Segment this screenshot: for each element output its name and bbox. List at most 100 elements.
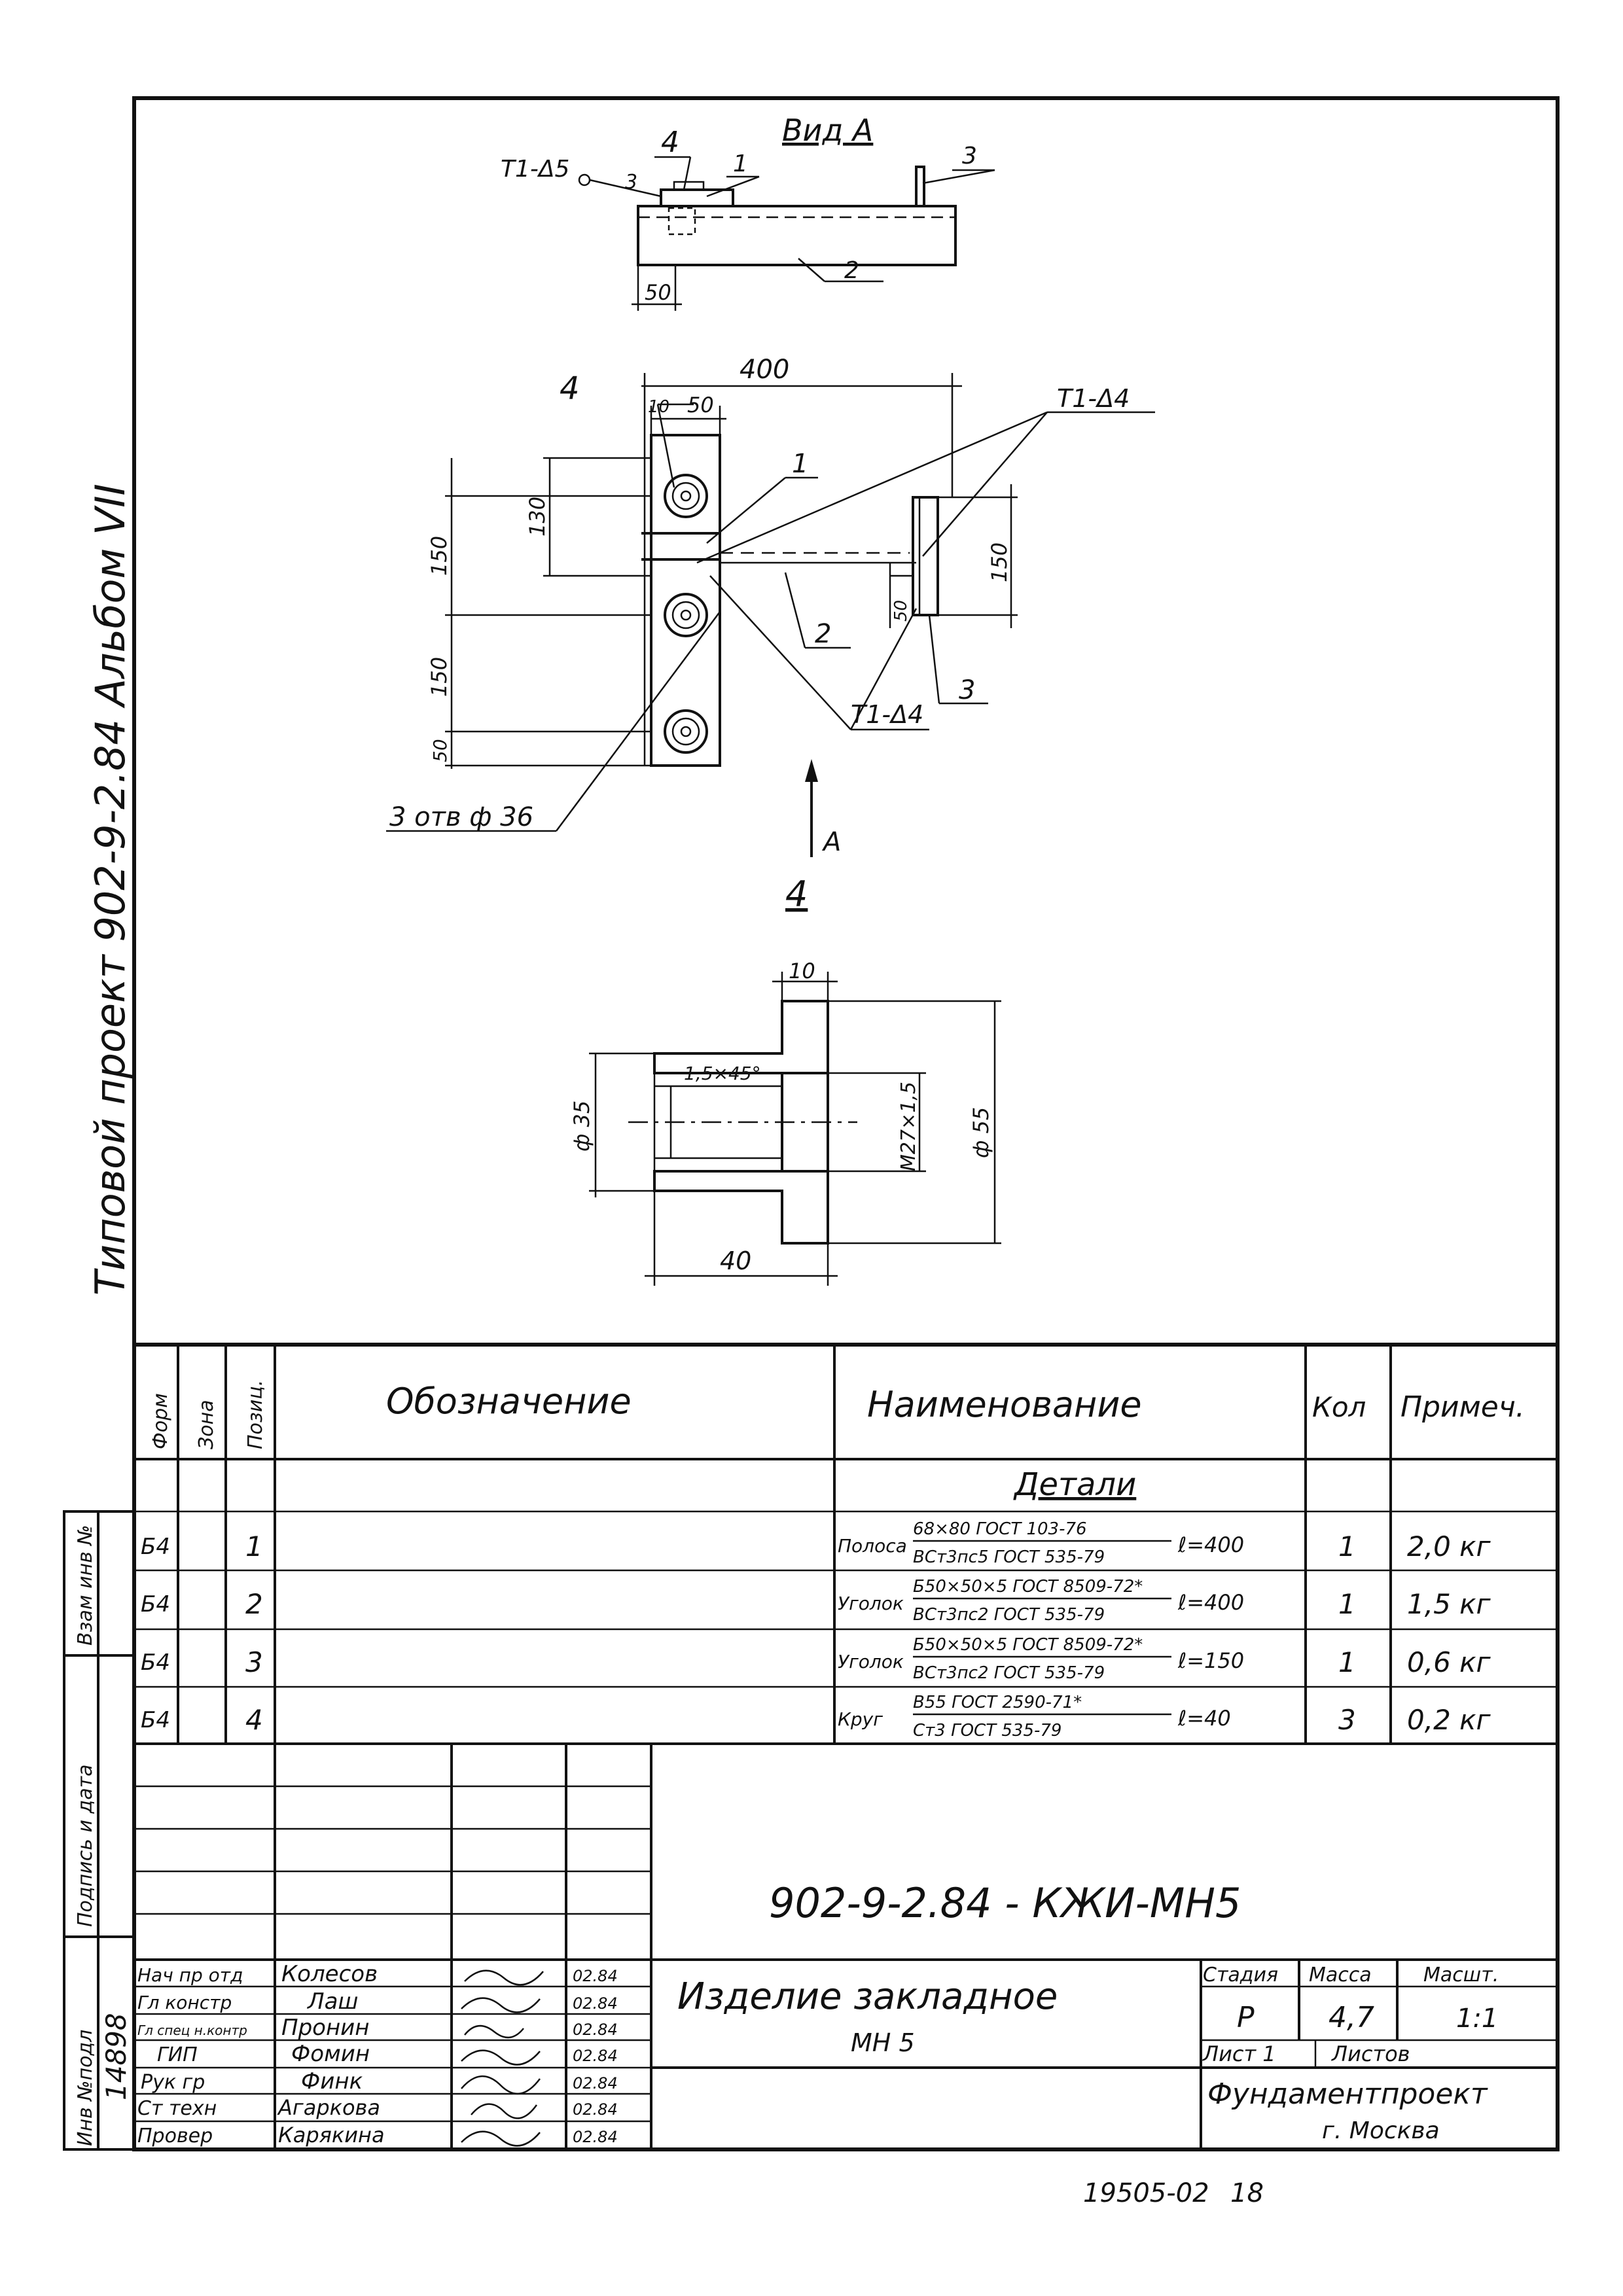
org-city: г. Москва (1322, 2117, 1440, 2144)
footer-page-number: 18 (1230, 2178, 1264, 2208)
arrow-a-label: А (821, 827, 841, 857)
sig-name: Колесов (281, 1961, 378, 1987)
dim-d35: ф 35 (569, 1101, 594, 1152)
view-a-title: Вид А (782, 113, 873, 148)
row-name-prefix: Уголок (838, 1593, 904, 1614)
boss-2 (664, 593, 708, 637)
row-name-prefix: Круг (838, 1708, 883, 1730)
weld-t1-d4-bottom-label: Т1-Δ4 (851, 700, 923, 729)
sheet-label: Лист 1 (1202, 2041, 1276, 2066)
dim-400: 400 (740, 355, 789, 385)
document-code: 902-9-2.84 - КЖИ-МН5 (769, 1879, 1241, 1927)
sig-name: Финк (301, 2068, 363, 2094)
row-qty: 3 (1338, 1704, 1356, 1736)
boss-1 (664, 474, 708, 518)
row-length: ℓ=400 (1177, 1590, 1244, 1615)
view-a: Вид А Т1-Δ5 4 3 1 3 2 50 (501, 113, 995, 311)
dim-150-left-upper: 150 (427, 536, 452, 576)
org-name: Фундаментпроект (1207, 2077, 1488, 2111)
row-position: 3 (245, 1646, 263, 1678)
row-length: ℓ=150 (1177, 1648, 1244, 1673)
signature-row: Провер Карякина 02.84 (137, 2123, 618, 2147)
dim-thread: М27×1,5 (897, 1082, 920, 1171)
stage-value: Р (1237, 2001, 1255, 2034)
dim-d55: ф 55 (969, 1107, 993, 1158)
table-row: Б4 3 Уголок Б50×50×5 ГОСТ 8509-72* ВСт3п… (141, 1635, 1491, 1683)
row-position: 4 (245, 1704, 263, 1736)
row-qty: 1 (1338, 1646, 1356, 1678)
weld-t1-d5-label: Т1-Δ5 (501, 156, 569, 183)
row-name-bottom: ВСт3пс5 ГОСТ 535-79 (913, 1547, 1105, 1567)
title-block: 902-9-2.84 - КЖИ-МН5 Изделие закладное М… (134, 1744, 1558, 2149)
row-position: 1 (245, 1530, 263, 1563)
row-name-bottom: Ст3 ГОСТ 535-79 (913, 1721, 1061, 1740)
part-4-section: 10 ф 35 1,5×45° М27×1,5 ф 55 40 (569, 959, 1001, 1286)
header-designation: Обозначение (386, 1381, 632, 1422)
sig-date: 02.84 (573, 1967, 618, 1985)
view-a-pos-3: 3 (962, 143, 977, 169)
view-a-pos-3-small: 3 (625, 171, 637, 194)
mass-label: Масса (1309, 1964, 1372, 1987)
row-note: 0,2 кг (1407, 1704, 1491, 1736)
sig-date: 02.84 (573, 2047, 618, 2065)
table-row: Б4 1 Полоса 68×80 ГОСТ 103-76 ВСт3пс5 ГО… (141, 1519, 1491, 1567)
sig-name: Фомин (291, 2041, 370, 2067)
side-project-label: Типовой проект 902-9-2.84 Альбом VII (86, 484, 134, 1296)
sig-role: Нач пр отд (137, 1964, 243, 1986)
row-name-bottom: ВСт3пс2 ГОСТ 535-79 (913, 1663, 1105, 1683)
row-name-top: 68×80 ГОСТ 103-76 (913, 1519, 1087, 1539)
footer-sheet-code: 19505-02 (1083, 2178, 1209, 2208)
signature-row: Нач пр отд Колесов 02.84 (137, 1961, 618, 1987)
sig-date: 02.84 (573, 2074, 618, 2093)
table-row: Б4 4 Круг В55 ГОСТ 2590-71* Ст3 ГОСТ 535… (141, 1693, 1491, 1740)
dim-10-top: 10 (648, 397, 669, 417)
dim-130: 130 (525, 497, 550, 537)
stage-label: Стадия (1203, 1964, 1278, 1987)
sig-date: 02.84 (573, 2021, 618, 2039)
row-name-bottom: ВСт3пс2 ГОСТ 535-79 (913, 1605, 1105, 1625)
header-format: Форм (149, 1393, 172, 1449)
sig-date: 02.84 (573, 2128, 618, 2146)
side-stamp-vzam-inv: Взам инв № (74, 1525, 97, 1646)
sig-role: Гл констр (137, 1992, 232, 2013)
view-a-pos-4: 4 (661, 126, 679, 159)
header-position: Позиц. (244, 1380, 267, 1449)
row-qty: 1 (1338, 1588, 1356, 1620)
signature-row: Гл спец н.контр Пронин 02.84 (137, 2015, 618, 2041)
sheet-frame (63, 96, 1560, 2151)
signature-row: Гл констр Лаш 02.84 (137, 1988, 618, 2015)
header-name: Наименование (867, 1384, 1142, 1425)
boss-3 (664, 709, 708, 754)
dim-150-right: 150 (987, 542, 1012, 582)
row-length: ℓ=40 (1177, 1706, 1231, 1731)
sig-role: ГИП (157, 2043, 198, 2066)
plan-pos-1: 1 (792, 449, 808, 479)
holes-label: 3 отв ф 36 (389, 802, 533, 832)
row-position: 2 (245, 1588, 263, 1620)
sig-name: Карякина (278, 2123, 385, 2147)
plan-pos-3: 3 (959, 675, 975, 705)
view-a-pos-1: 1 (733, 150, 748, 177)
row-name-prefix: Полоса (838, 1535, 907, 1557)
item-title-line2: МН 5 (851, 2028, 915, 2057)
scale-label: Масшт. (1423, 1964, 1499, 1987)
signature-row: Рук гр Финк 02.84 (141, 2068, 618, 2095)
row-name-top: В55 ГОСТ 2590-71* (913, 1693, 1082, 1712)
row-note: 2,0 кг (1407, 1530, 1491, 1563)
view-a-pos-2: 2 (844, 257, 859, 284)
header-zone: Зона (195, 1400, 218, 1449)
row-format: Б4 (141, 1534, 170, 1560)
section-title: Детали (1013, 1466, 1136, 1503)
row-name-prefix: Уголок (838, 1651, 904, 1672)
scale-value: 1:1 (1456, 2004, 1498, 2034)
spec-table: Форм Зона Позиц. Обозначение Наименовани… (134, 1343, 1558, 1745)
sig-role: Ст техн (137, 2097, 217, 2120)
sig-date: 02.84 (573, 2100, 618, 2119)
dim-40: 40 (720, 1246, 751, 1275)
sig-role: Рук гр (141, 2071, 205, 2094)
plan-pos-2: 2 (815, 619, 831, 649)
plan-pos-4: 4 (560, 370, 580, 407)
row-format: Б4 (141, 1591, 170, 1617)
dim-50-top: 50 (645, 280, 671, 305)
